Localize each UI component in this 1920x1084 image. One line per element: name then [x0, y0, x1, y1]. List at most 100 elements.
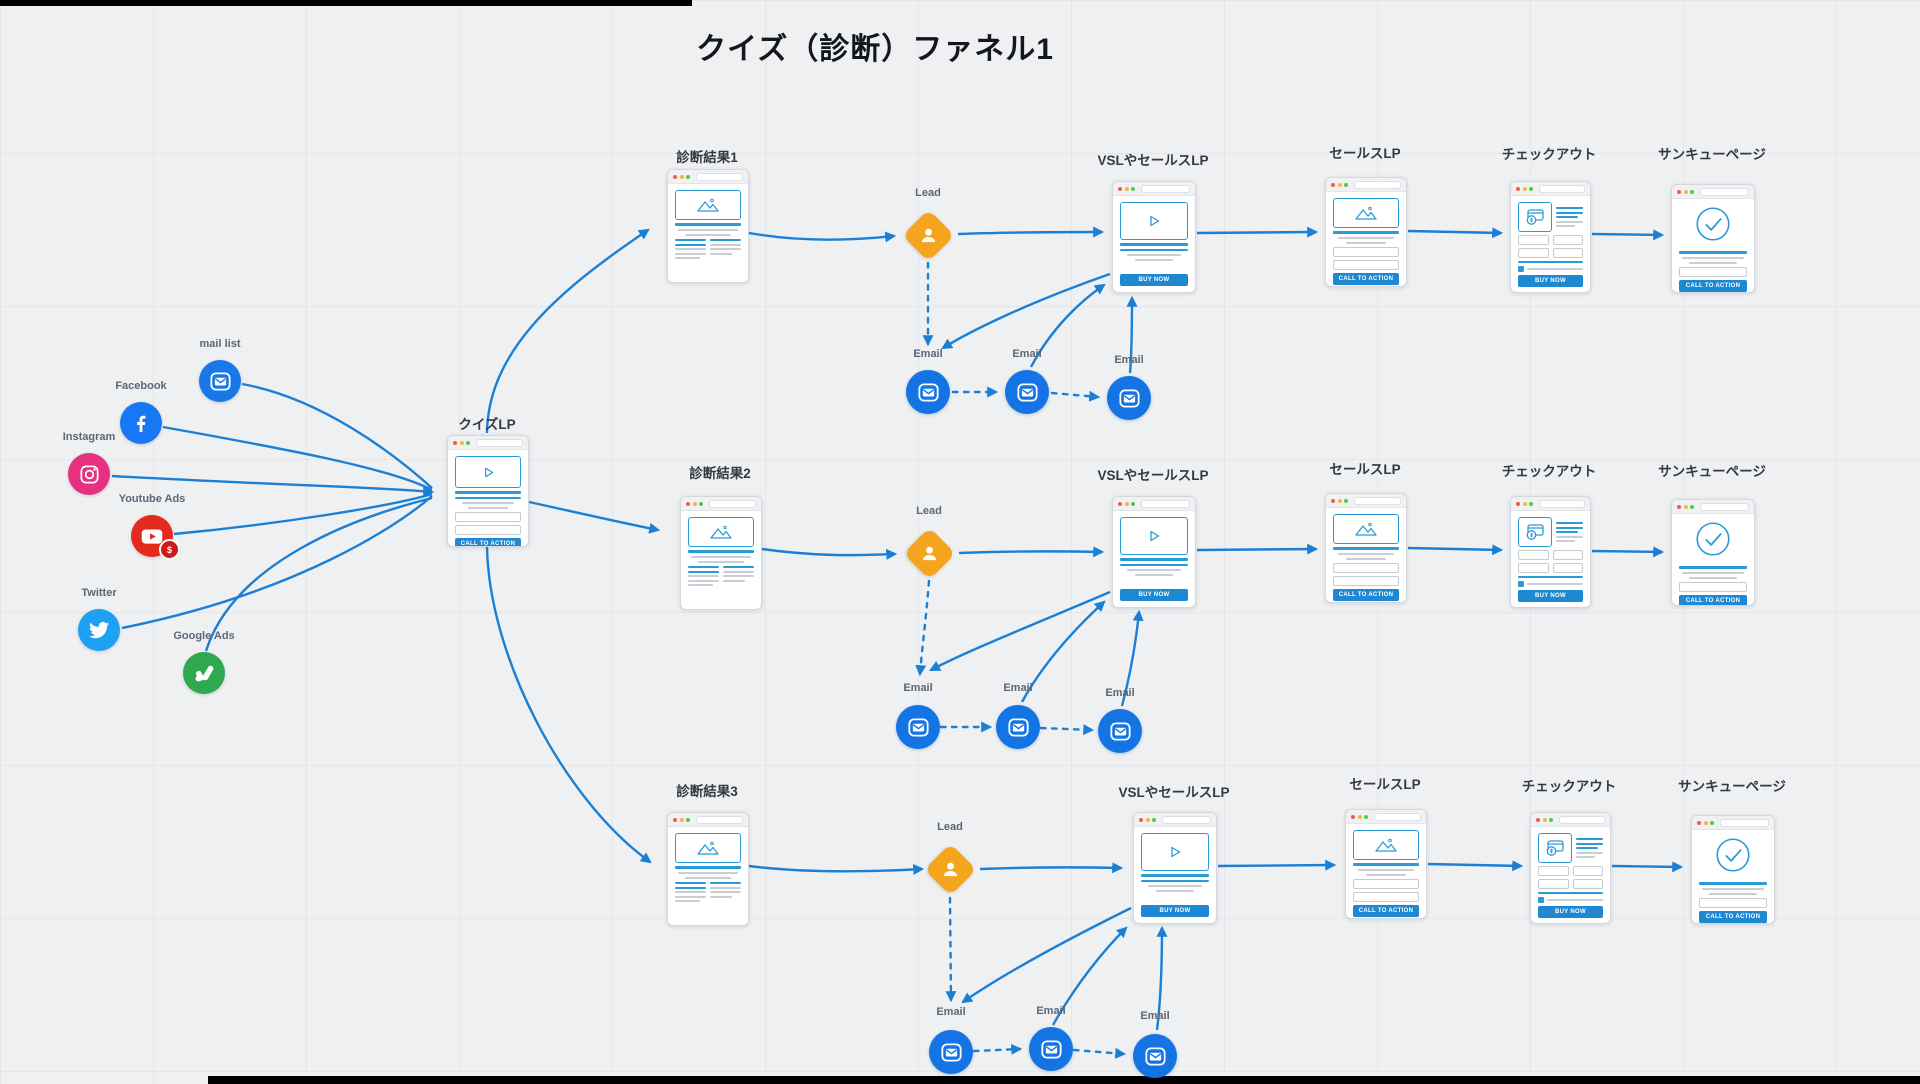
youtube-play-glyph [141, 529, 163, 544]
page-node-sales-3[interactable]: CALL TO ACTION [1345, 809, 1427, 919]
window-dot-red [686, 501, 690, 506]
lead-node[interactable] [902, 209, 955, 262]
text-line [1556, 211, 1583, 214]
browser-window: BUY NOW [1112, 496, 1196, 608]
email-node[interactable] [1029, 1027, 1073, 1071]
mail-icon [209, 371, 231, 391]
play-icon [1150, 530, 1160, 542]
input-field [1552, 563, 1583, 573]
email-node[interactable] [1133, 1034, 1177, 1078]
video-placeholder [1141, 833, 1209, 871]
email-node[interactable] [906, 370, 950, 414]
envelope-icon [1040, 1039, 1062, 1059]
window-dot-yellow [1337, 182, 1342, 187]
page-node-vsl-3[interactable]: BUY NOW [1133, 812, 1217, 924]
bottom-letterbox-bar [208, 1076, 1920, 1084]
page-node-thankyou-1[interactable]: CALL TO ACTION [1671, 184, 1755, 293]
text-line [1518, 576, 1583, 578]
source-label-youtube-ads: Youtube Ads [118, 493, 186, 505]
email-label: Email [1012, 348, 1042, 360]
twitter-icon[interactable] [78, 609, 120, 651]
page-node-checkout-2[interactable]: BUY NOW [1510, 496, 1591, 608]
page-node-vsl-2[interactable]: BUY NOW [1112, 496, 1196, 608]
row3-arrows [748, 859, 1684, 1059]
page-content [668, 184, 748, 282]
google-ads-icon[interactable] [183, 652, 225, 694]
page-node-result-2[interactable] [680, 496, 762, 610]
text-line [678, 229, 738, 231]
page-label-vsl-1: VSLやセールスLP [1097, 153, 1209, 168]
browser-chrome [1326, 494, 1406, 508]
row1-arrows [748, 226, 1665, 402]
address-bar [475, 438, 523, 447]
play-icon [1171, 846, 1181, 858]
text-line [675, 243, 706, 246]
text-line [723, 575, 754, 577]
page-node-result-1[interactable] [667, 169, 749, 283]
checkout-header [1538, 833, 1603, 863]
text-line [697, 561, 745, 563]
arrow-result2-lead [761, 547, 898, 560]
page-node-thankyou-3[interactable]: CALL TO ACTION [1691, 815, 1775, 924]
page-node-checkout-1[interactable]: BUY NOW [1510, 181, 1591, 293]
article-columns [675, 882, 741, 902]
page-node-sales-1[interactable]: CALL TO ACTION [1325, 177, 1407, 287]
email-node[interactable] [1098, 709, 1142, 753]
arrow-vsl2-sales2 [1196, 543, 1319, 555]
text-line [675, 882, 706, 884]
text-line [723, 579, 745, 582]
payment-card-icon [1538, 833, 1572, 863]
mail-list-icon[interactable] [199, 360, 241, 402]
browser-chrome [1672, 500, 1754, 514]
email-node[interactable] [996, 705, 1040, 749]
facebook-icon[interactable] [120, 402, 162, 444]
text-line [710, 248, 741, 250]
cta-button: BUY NOW [1120, 274, 1188, 286]
lead-node[interactable] [903, 527, 956, 580]
arrow-lead3-email1-dashed [945, 896, 957, 1003]
article-column [710, 882, 741, 902]
window-dot-yellow [1683, 504, 1688, 509]
article-column [688, 566, 719, 586]
text-line [710, 882, 741, 884]
page-node-thankyou-2[interactable]: CALL TO ACTION [1671, 499, 1755, 606]
page-content: BUY NOW [1511, 511, 1590, 607]
page-node-result-3[interactable] [667, 812, 749, 926]
checkbox-row [1518, 266, 1583, 272]
lead-node[interactable] [924, 843, 977, 896]
email-label: Email [1036, 1005, 1066, 1017]
browser-window [680, 496, 762, 610]
email-node[interactable] [929, 1030, 973, 1074]
text-line [1337, 237, 1395, 239]
page-node-vsl-1[interactable]: BUY NOW [1112, 181, 1196, 293]
cta-button: BUY NOW [1518, 590, 1583, 602]
page-content: CALL TO ACTION [1326, 192, 1406, 286]
browser-window: BUY NOW [1510, 181, 1591, 293]
page-node-checkout-3[interactable]: BUY NOW [1530, 812, 1611, 924]
page-node-sales-2[interactable]: CALL TO ACTION [1325, 493, 1407, 603]
window-dot-green [686, 174, 690, 179]
input-field [1333, 576, 1399, 586]
instagram-icon[interactable] [68, 453, 110, 495]
text-line [1556, 535, 1583, 538]
arrow-youtube-quiz [173, 492, 433, 536]
email-node[interactable] [1107, 376, 1151, 420]
input-field [1333, 260, 1399, 270]
window-dot-red [1139, 817, 1143, 822]
source-label-instagram: Instagram [62, 431, 116, 443]
text-line [1556, 216, 1578, 218]
browser-chrome [1346, 810, 1426, 824]
text-line [675, 248, 706, 250]
arrow-email3-vsl1 [1126, 295, 1138, 374]
email-node[interactable] [1005, 370, 1049, 414]
arrow-result3-lead [748, 863, 925, 875]
checkout-summary-lines [1556, 202, 1583, 232]
window-dot-yellow [1124, 186, 1129, 191]
image-icon [1355, 522, 1377, 536]
youtube-ads-icon[interactable]: $ [131, 515, 180, 560]
page-node-quiz-lp[interactable]: CALL TO ACTION [447, 435, 529, 547]
email-node[interactable] [896, 705, 940, 749]
page-label-thankyou-1: サンキューページ [1658, 147, 1766, 162]
image-placeholder [1333, 198, 1399, 228]
